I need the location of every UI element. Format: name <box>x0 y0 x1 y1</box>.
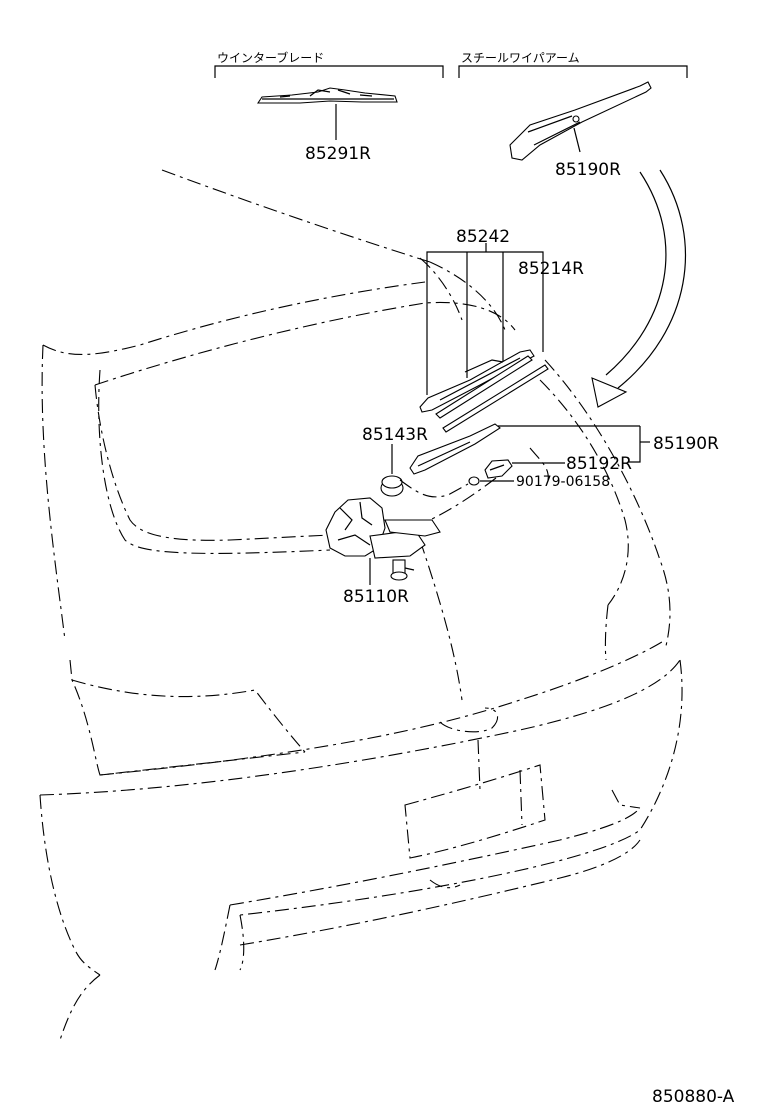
wiper-arm-part[interactable] <box>409 423 640 475</box>
header-bracket-winter-blade: ウインターブレード <box>214 50 444 78</box>
winter-blade-part[interactable] <box>256 87 398 140</box>
car-body-outline <box>39 169 683 1041</box>
label-85214R: 85214R <box>518 259 584 279</box>
nut-part[interactable] <box>468 476 514 486</box>
label-85242: 85242 <box>456 227 510 247</box>
header-bracket-steel-arm: スチールワイパアーム <box>458 51 688 78</box>
label-85190R: 85190R <box>653 434 719 454</box>
label-90179-06158: 90179-06158 <box>516 474 610 490</box>
steel-wiper-arm-part[interactable] <box>509 81 652 161</box>
arm-cover-part[interactable] <box>484 459 565 479</box>
label-85291R: 85291R <box>305 144 371 164</box>
header-winter-blade: ウインターブレード <box>217 50 324 65</box>
label-85143R: 85143R <box>362 425 428 445</box>
label-85192R: 85192R <box>566 454 632 474</box>
wiper-blade-assembly[interactable] <box>419 349 549 433</box>
header-steel-wiper-arm: スチールワイパアーム <box>461 51 580 65</box>
label-bracket-85242 <box>426 243 544 395</box>
wiper-motor-part[interactable] <box>325 497 441 585</box>
curved-arrow-icon <box>591 169 686 408</box>
label-85110R: 85110R <box>343 587 409 607</box>
diagram-code: 850880-A <box>652 1087 735 1107</box>
pivot-cap-part[interactable] <box>380 444 404 497</box>
label-85190R-top: 85190R <box>555 160 621 180</box>
